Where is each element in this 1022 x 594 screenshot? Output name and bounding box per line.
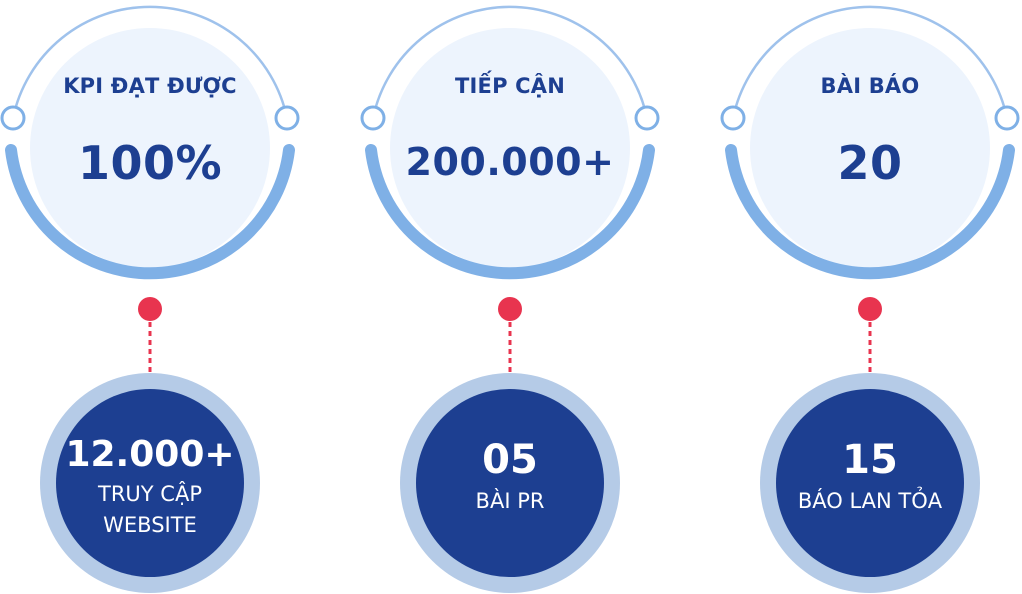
arc-endpoint-right-icon	[634, 105, 660, 131]
arc-endpoint-right-icon	[994, 105, 1020, 131]
bottom-stat-1: 12.000+ TRUY CẬP WEBSITE	[40, 437, 260, 541]
bottom-value: 12.000+	[65, 434, 235, 475]
bottom-circle-inner-3	[776, 389, 964, 577]
bottom-caption: BÁO LAN TỎA	[760, 486, 980, 517]
bottom-circle-inner-2	[416, 389, 604, 577]
top-bottom-arc-1	[5, 144, 295, 280]
top-value: 20	[837, 136, 903, 190]
top-label: BÀI BÁO	[820, 74, 920, 98]
top-circle-3	[750, 28, 990, 268]
arc-endpoint-left-icon	[720, 105, 746, 131]
top-bottom-arc-3	[725, 144, 1015, 280]
bottom-caption-line: BÁO LAN TỎA	[797, 489, 943, 513]
top-label: TIẾP CẬN	[454, 74, 566, 98]
top-ring-arc-3	[731, 5, 1009, 119]
bottom-caption-line: WEBSITE	[103, 513, 197, 537]
bottom-circle-inner-1	[56, 389, 244, 577]
arc-endpoint-left-icon	[0, 105, 26, 131]
top-value: 200.000+	[405, 140, 615, 184]
top-bottom-arc-2	[365, 144, 655, 280]
top-value: 100%	[77, 136, 223, 190]
top-circle-1	[30, 28, 270, 268]
top-label: KPI ĐẠT ĐƯỢC	[63, 74, 237, 98]
bottom-value: 05	[482, 437, 538, 483]
bottom-caption: BÀI PR	[400, 486, 620, 517]
bottom-caption: TRUY CẬP WEBSITE	[40, 479, 260, 541]
arc-endpoint-left-icon	[360, 105, 386, 131]
connector-dot-icon	[498, 297, 522, 321]
bottom-caption-line: BÀI PR	[475, 489, 545, 513]
top-ring-arc-1	[11, 5, 289, 119]
connector-dot-icon	[858, 297, 882, 321]
bottom-caption-line: TRUY CẬP	[98, 482, 202, 506]
top-ring-arc-2	[371, 5, 649, 119]
arc-endpoint-right-icon	[274, 105, 300, 131]
bottom-value: 15	[842, 437, 898, 483]
connector-dot-icon	[138, 297, 162, 321]
top-circle-2	[390, 28, 630, 268]
